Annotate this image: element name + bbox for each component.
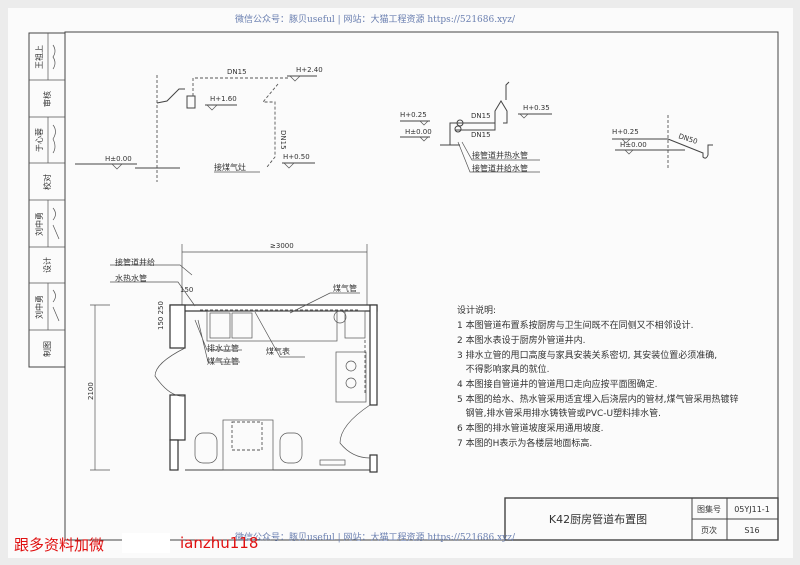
gas-riser-label: 煤气立管 [207,356,239,366]
note-item: 7 本图的H表示为各楼层地面标高. [457,437,592,449]
kitchen-plan: ≥3000 2100 150 150 250 接管道井给 水热水管 煤气管 [87,242,378,473]
sidebar-cell: 刘中勇 [34,212,44,236]
gas-pipe-elevation: H±0.00 H+2.40 H+1.60 H+0.50 DN15 DN15 接煤… [75,66,323,182]
sidebar-cell: 校对 [42,174,52,190]
sidebar-cell: 设计 [42,257,52,273]
note-item: 1 本图管道布置系按厨房与卫生间既不在同侧又不相邻设计. [457,319,693,331]
drawing-title: K42厨房管道布置图 [549,512,647,526]
elevation-label: H+0.35 [523,104,550,112]
watermark-bottom: 微信公众号：豚贝useful | 网站：大猫工程资源 https://52168… [235,531,516,543]
note-item: 3 排水立管的甩口高度与家具安装关系密切, 其安装位置必须准确, [457,349,717,361]
elevation-label: H+1.60 [210,95,237,103]
atlas-label: 图集号 [697,504,721,514]
elevation-label: H±0.00 [620,141,647,149]
note-item: 6 本图的排水管道坡度采用通用坡度. [457,422,603,434]
elevation-label: H+2.40 [296,66,323,74]
shaft-label-2: 水热水管 [115,273,147,283]
side-dimension: 150 250 [157,301,165,330]
elevation-label: H±0.00 [105,155,132,163]
sidebar-cell: 制图 [42,341,52,357]
sidebar-cell: 审核 [42,91,52,107]
shaft-label: 接管道井给 [115,257,155,267]
note-item: 4 本图接自管道井的管道甩口走向应按平面图确定. [457,378,657,390]
sidebar-cell: 刘中勇 [34,295,44,319]
water-pipe-elevation: H+0.25 H±0.00 DN15 DN15 H+0.35 接管道井热水管 接… [400,81,552,173]
watermark-top: 微信公众号：豚贝useful | 网站：大猫工程资源 https://52168… [235,13,516,25]
dimension-150: 150 [180,286,193,294]
redaction-box [122,533,170,553]
title-block: K42厨房管道布置图 图集号 05YJ11-1 页次 S16 [504,497,779,541]
page-value: S16 [744,526,759,535]
note-item: 2 本图水表设于厨房外管道井内. [457,334,585,346]
pipe-size-label: DN15 [471,112,491,120]
pipe-size-label: DN15 [471,131,491,139]
gas-pipe-label: 煤气管 [333,283,357,293]
note-item: 5 本图的给水、热水管采用适宜埋入后浇层内的管材,煤气管采用热镀锌 [457,393,738,405]
sidebar-cell: 于心蓉 [34,128,44,152]
pipe-size-label: DN15 [227,68,247,76]
signature-sidebar: 王祖上 审核 于心蓉 校对 刘中勇 设计 刘中勇 制图 [28,32,66,368]
elevation-label: H+0.25 [612,128,639,136]
elevation-label: H±0.00 [405,128,432,136]
design-notes: 设计说明: 1 本图管道布置系按厨房与卫生间既不在同侧又不相邻设计. 2 本图水… [457,304,738,449]
promo-id: ianzhu118 [180,534,259,552]
hot-water-label: 接管道井热水管 [472,150,528,160]
paper [8,8,793,558]
promo-text: 跟多资料加微 [14,536,105,554]
note-item: 钢管,排水管采用排水铸铁管或PVC-U塑料排水管. [457,407,661,419]
notes-title: 设计说明: [457,304,496,316]
page-label: 页次 [701,525,717,535]
elevation-label: H+0.50 [283,153,310,161]
stove-connection-label: 接煤气灶 [214,162,246,172]
elevation-label: H+0.25 [400,111,427,119]
supply-water-label: 接管道井给水管 [472,163,528,173]
drain-riser-label: 排水立管 [207,343,239,353]
atlas-value: 05YJ11-1 [734,505,770,514]
width-dimension: ≥3000 [270,242,294,250]
sidebar-cell: 王祖上 [34,45,44,69]
height-dimension: 2100 [87,382,95,400]
pipe-size-label: DN15 [279,130,287,150]
note-item: 不得影响家具的就位. [457,363,549,375]
gas-meter-label: 煤气表 [266,346,290,356]
